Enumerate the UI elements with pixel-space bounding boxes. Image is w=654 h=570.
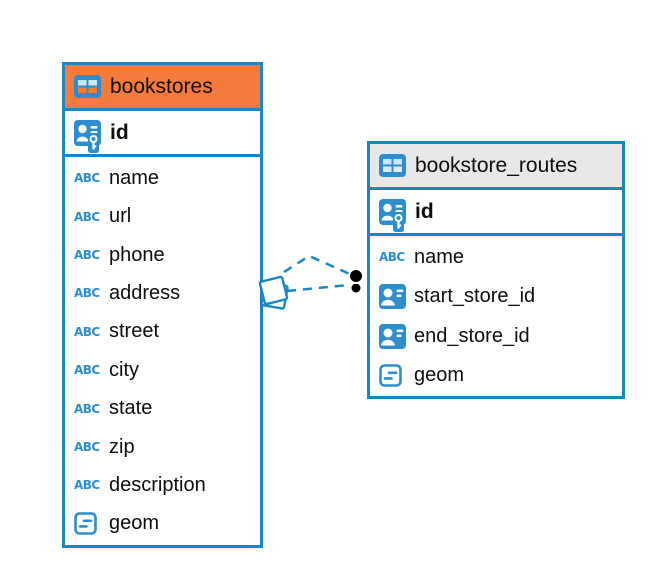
field-label: end_store_id (414, 324, 530, 347)
field-row-address[interactable]: ABC address (65, 274, 260, 313)
text-type-icon: ABC (74, 401, 100, 416)
field-row-zip[interactable]: ABC zip (65, 427, 260, 467)
foreign-key-squares-anchor-icon[interactable] (258, 275, 289, 310)
field-label: zip (109, 435, 135, 458)
field-label: name (109, 166, 160, 189)
text-type-icon: ABC (74, 171, 100, 186)
field-row-description[interactable]: ABC description (65, 466, 260, 505)
field-row-end-store-id[interactable]: end_store_id (370, 316, 622, 356)
relationship-line-start-store-id[interactable] (283, 254, 353, 277)
text-type-icon: ABC (74, 248, 100, 263)
table-bookstores-fields: ABC name ABC url ABC phone ABC address A… (65, 157, 260, 545)
field-label: description (109, 473, 206, 496)
field-label: city (109, 358, 139, 381)
field-label: address (109, 281, 181, 304)
field-row-name[interactable]: ABC name (370, 238, 622, 276)
field-row-name[interactable]: ABC name (65, 159, 260, 198)
geometry-type-icon (74, 512, 102, 536)
relationship-line-end-store-id[interactable] (286, 283, 350, 293)
table-icon (379, 154, 407, 177)
table-bookstores[interactable]: bookstores id ABC name ABC url (62, 62, 263, 548)
field-label: state (109, 397, 153, 420)
field-label: id (110, 120, 129, 144)
primary-key-dot-anchor-icon[interactable] (348, 268, 364, 295)
field-row-url[interactable]: ABC url (65, 197, 260, 236)
table-bookstore-routes-header[interactable]: bookstore_routes (370, 144, 622, 190)
table-icon (74, 75, 102, 98)
field-label: url (109, 205, 132, 228)
field-label: geom (109, 512, 160, 535)
text-type-icon: ABC (74, 440, 100, 455)
field-row-id[interactable]: id (370, 190, 622, 236)
field-row-state[interactable]: ABC state (65, 389, 260, 428)
field-label: street (109, 320, 160, 343)
text-type-icon: ABC (74, 324, 100, 339)
field-row-phone[interactable]: ABC phone (65, 235, 260, 275)
foreign-key-icon (379, 283, 407, 309)
field-row-geom[interactable]: geom (65, 504, 260, 544)
field-label: start_store_id (414, 284, 536, 307)
table-title: bookstores (110, 74, 213, 98)
geometry-type-icon (379, 363, 407, 387)
field-row-start-store-id[interactable]: start_store_id (370, 276, 622, 316)
primary-key-icon (74, 119, 102, 154)
primary-key-icon (379, 198, 407, 233)
text-type-icon: ABC (74, 478, 100, 493)
field-label: id (415, 199, 434, 223)
table-title: bookstore_routes (415, 153, 578, 177)
field-label: phone (109, 243, 165, 266)
text-type-icon: ABC (379, 250, 405, 264)
text-type-icon: ABC (74, 286, 100, 301)
field-row-geom[interactable]: geom (370, 356, 622, 394)
text-type-icon: ABC (74, 209, 100, 224)
table-bookstore-routes-fields: ABC name start_store_id (370, 236, 622, 396)
text-type-icon: ABC (74, 363, 100, 378)
field-label: name (414, 245, 465, 268)
table-bookstores-header[interactable]: bookstores (65, 65, 260, 111)
foreign-key-icon (379, 323, 407, 349)
field-label: geom (414, 363, 465, 386)
field-row-street[interactable]: ABC street (65, 312, 260, 352)
table-bookstore-routes[interactable]: bookstore_routes id ABC name (367, 141, 625, 399)
field-row-city[interactable]: ABC city (65, 351, 260, 390)
field-row-id[interactable]: id (65, 111, 260, 157)
